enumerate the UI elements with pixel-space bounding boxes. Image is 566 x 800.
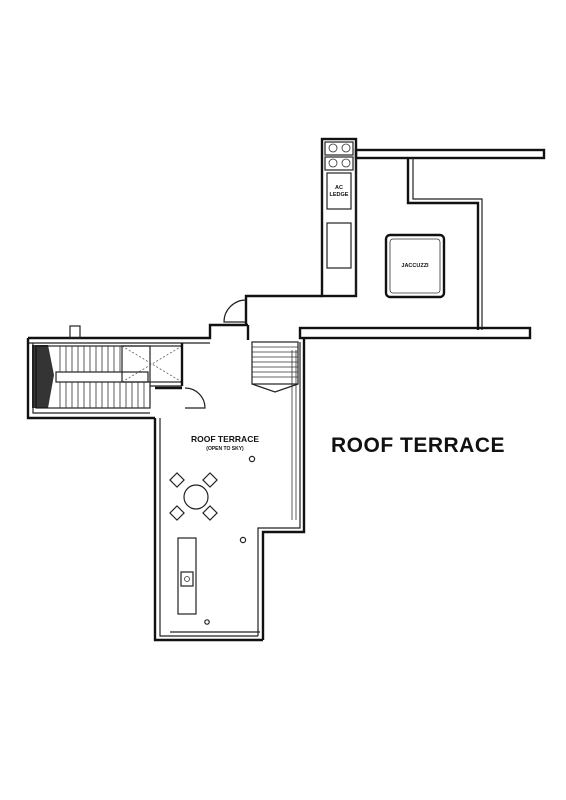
ac-unit-1 bbox=[324, 141, 354, 156]
light-points bbox=[204, 455, 256, 625]
light-icon-2 bbox=[239, 536, 247, 544]
staircase-right bbox=[251, 341, 299, 393]
main-walls bbox=[26, 323, 306, 642]
ac-ledge-label-2: LEDGE bbox=[330, 192, 349, 198]
ac-ledge: AC LEDGE bbox=[324, 141, 354, 269]
plan-title: ROOF TERRACE bbox=[331, 434, 505, 457]
jacuzzi: JACCUZZI bbox=[384, 233, 446, 299]
door-swing-upper bbox=[223, 299, 247, 323]
chair-icon-3 bbox=[169, 505, 185, 521]
jacuzzi-label: JACCUZZI bbox=[401, 263, 429, 269]
light-icon-1 bbox=[248, 455, 256, 463]
chair-icon-1 bbox=[169, 472, 185, 488]
chair-icon-4 bbox=[202, 505, 218, 521]
room-label: ROOF TERRACE bbox=[191, 434, 259, 444]
door-swing-lower bbox=[155, 386, 206, 409]
ac-ledge-box bbox=[326, 172, 352, 210]
dining-set bbox=[169, 472, 218, 521]
staircase-left bbox=[32, 343, 184, 409]
ac-ledge-label-1: AC bbox=[335, 185, 343, 191]
upper-wing-walls bbox=[244, 137, 546, 340]
ac-ledge-planter bbox=[326, 222, 352, 269]
chair-icon-2 bbox=[202, 472, 218, 488]
stair-handrail bbox=[55, 371, 149, 383]
kitchen-counter bbox=[177, 537, 197, 615]
ac-unit-2 bbox=[324, 156, 354, 171]
sink-icon bbox=[180, 571, 194, 587]
light-icon-3 bbox=[204, 619, 210, 625]
room-note: (OPEN TO SKY) bbox=[206, 446, 244, 452]
dining-table-icon bbox=[183, 484, 209, 510]
